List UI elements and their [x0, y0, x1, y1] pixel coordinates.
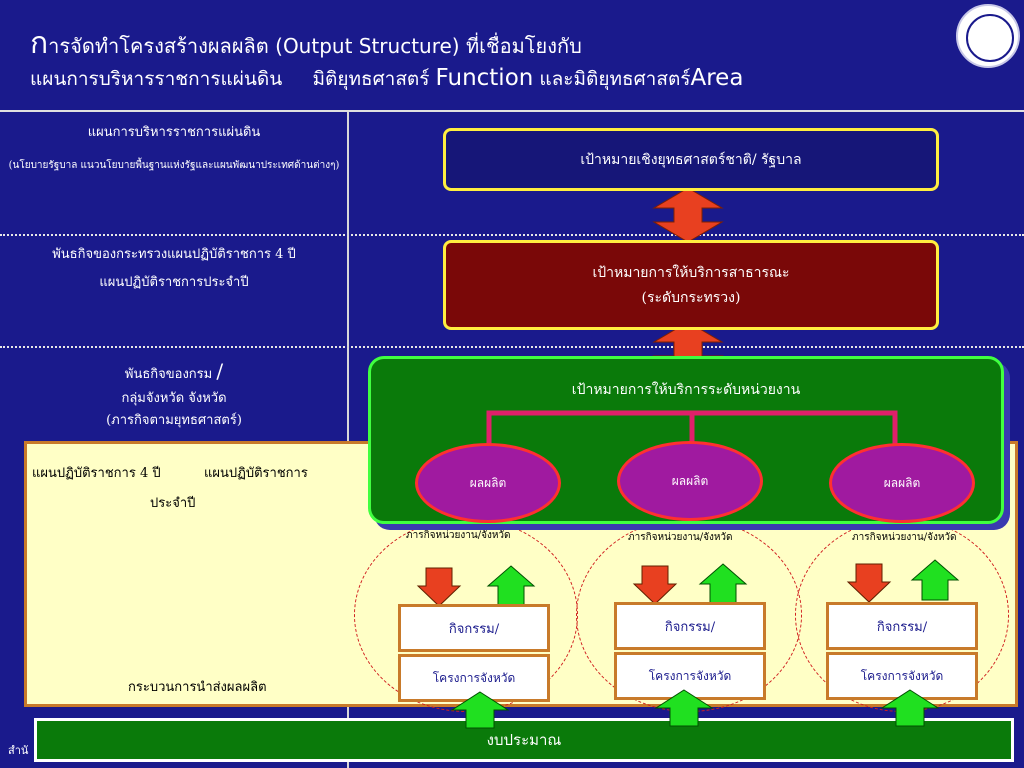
project-label-2: โครงการจังหวัด [648, 668, 732, 683]
row-divider-2 [0, 346, 1024, 348]
project-label-1: โครงการจังหวัด [432, 670, 516, 685]
arrow-down-2-icon [632, 565, 678, 605]
left-row-2-line1: พันธกิจของกระทรวงแผนปฏิบัติราชการ 4 ปี [52, 247, 296, 262]
emblem-seal-inner [966, 14, 1014, 62]
arrow-down-3-icon [846, 563, 892, 603]
subtitle-area: Area [690, 65, 744, 91]
agency-goal-text: เป้าหมายการให้บริการระดับหน่วยงาน [571, 382, 801, 398]
double-arrow-1-icon [652, 187, 724, 243]
subtitle-plan: แผนการบริหารราชการแผ่นดิน [30, 68, 283, 90]
left-row-2-line2: แผนปฏิบัติราชการประจำปี [99, 275, 249, 291]
output-label-1: ผลผลิต [469, 475, 507, 490]
left-row-1: แผนการบริหารราชการแผ่นดิน (นโยบายรัฐบาล … [4, 122, 344, 174]
emblem-seal [956, 4, 1020, 68]
activity-box-1: กิจกรรม/ [398, 604, 550, 652]
output-ellipse-2: ผลผลิต [617, 441, 763, 521]
left-row-3-line3: (ภารกิจตามยุทธศาสตร์) [106, 413, 242, 429]
activity-label-2: กิจกรรม/ [664, 619, 716, 635]
left-row-1-title: แผนการบริหารราชการแผ่นดิน [87, 125, 261, 140]
public-service-goal-box: เป้าหมายการให้บริการสาธารณะ (ระดับกระทรว… [443, 240, 939, 330]
column-divider [347, 112, 349, 768]
mission-label-3: ภารกิจหน่วยงาน/จังหวัด [852, 532, 957, 543]
budget-bar: งบประมาณ [34, 718, 1014, 762]
title-english: (Output Structure) [275, 34, 460, 58]
national-goal-box: เป้าหมายเชิงยุทธศาสตร์ชาติ/ รัฐบาล [443, 128, 939, 191]
left-row-1-note: (นโยบายรัฐบาล แนวนโยบายพื้นฐานแห่งรัฐและ… [8, 160, 340, 172]
arrow-up-3-icon [910, 559, 960, 601]
agency-goal-box: เป้าหมายการให้บริการระดับหน่วยงาน ผลผลิต… [368, 356, 1004, 524]
row-divider-1 [0, 234, 1024, 236]
subtitle-strategy: มิติยุทธศาสตร์ [312, 68, 430, 90]
activity-box-2: กิจกรรม/ [614, 602, 766, 650]
title-link: ที่เชื่อมโยงกับ [465, 34, 582, 58]
left-row-3-line2: กลุ่มจังหวัด จังหวัด [121, 391, 227, 406]
arrow-up-1-icon [486, 565, 536, 607]
page-title: การจัดทำโครงสร้างผลผลิต (Output Structur… [30, 20, 582, 67]
title-thai: ารจัดทำโครงสร้างผลผลิต [48, 34, 269, 58]
output-ellipse-3: ผลผลิต [829, 443, 975, 523]
left-row-2: พันธกิจของกระทรวงแผนปฏิบัติราชการ 4 ปี แ… [4, 244, 344, 294]
footer-cut-text: สำนั [8, 744, 29, 757]
left-row-3: พันธกิจของกรม / กลุ่มจังหวัด จังหวัด (ภา… [4, 354, 344, 432]
frame-top-line [0, 110, 1024, 112]
yellow-row-annual-label: ประจำปี [150, 496, 196, 511]
activity-label-3: กิจกรรม/ [876, 619, 928, 635]
project-label-3: โครงการจังหวัด [860, 668, 944, 683]
output-ellipse-1: ผลผลิต [415, 443, 561, 523]
activity-box-3: กิจกรรม/ [826, 602, 978, 650]
arrow-down-1-icon [416, 567, 462, 607]
budget-arrow-1-icon [450, 691, 510, 729]
arrow-up-2-icon [698, 563, 748, 605]
yellow-row-plan-annual: แผนปฏิบัติราชการ [204, 466, 308, 481]
mission-label-2: ภารกิจหน่วยงาน/จังหวัด [628, 532, 733, 543]
delivery-process-label: กระบวนการนำส่งผลผลิต [128, 680, 267, 695]
project-box-3: โครงการจังหวัด [826, 652, 978, 700]
public-goal-line2: (ระดับกระทรวง) [641, 290, 741, 307]
budget-arrow-2-icon [654, 689, 714, 727]
public-goal-line1: เป้าหมายการให้บริการสาธารณะ [592, 265, 790, 281]
left-row-3-slash: / [216, 359, 224, 383]
budget-arrow-3-icon [880, 689, 940, 727]
subtitle-and-strategy: และมิติยุทธศาสตร์ [539, 68, 691, 90]
mission-label-1: ภารกิจหน่วยงาน/จังหวัด [406, 530, 511, 541]
national-goal-text: เป้าหมายเชิงยุทธศาสตร์ชาติ/ รัฐบาล [580, 151, 802, 168]
yellow-row-plan-4yr: แผนปฏิบัติราชการ 4 ปี [32, 466, 161, 481]
output-label-2: ผลผลิต [671, 473, 709, 488]
page-subtitle: แผนการบริหารราชการแผ่นดิน มิติยุทธศาสตร์… [30, 64, 743, 94]
left-row-3-line1: พันธกิจของกรม [124, 367, 213, 382]
subtitle-function: Function [435, 65, 534, 91]
output-label-3: ผลผลิต [883, 475, 921, 490]
budget-label: งบประมาณ [486, 731, 562, 749]
activity-label-1: กิจกรรม/ [448, 621, 500, 637]
title-first-char: ก [30, 26, 49, 61]
